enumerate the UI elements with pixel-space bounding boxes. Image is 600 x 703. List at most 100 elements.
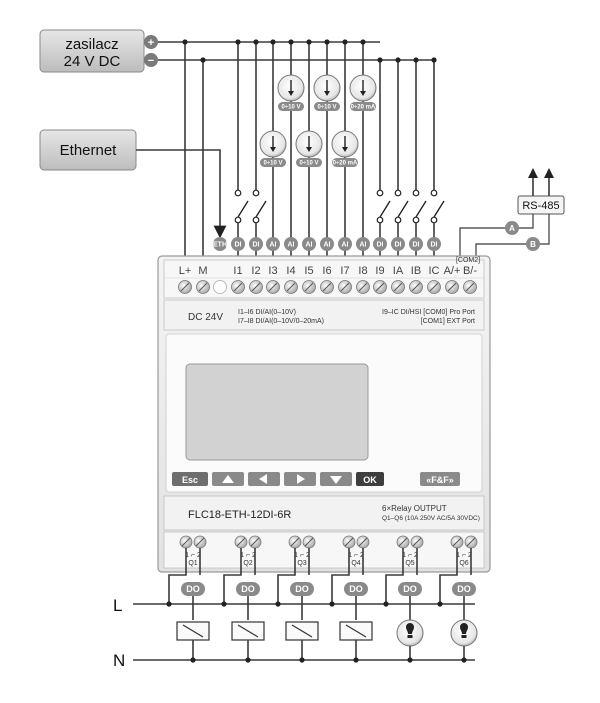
screw-slot bbox=[358, 282, 368, 292]
output-label: Q6 bbox=[459, 560, 468, 567]
do-badge-label: DO bbox=[457, 584, 471, 594]
switch-contact-icon bbox=[234, 189, 242, 197]
junction-dot bbox=[437, 601, 443, 607]
switch-contact-icon bbox=[376, 189, 384, 197]
minus-terminal-icon bbox=[144, 53, 158, 67]
screw-slot bbox=[180, 282, 190, 292]
sensor-range-label: 0÷20 mA bbox=[333, 161, 358, 167]
sensor-range-label: 0÷10 V bbox=[282, 105, 301, 111]
io-desc-1: I1–I6 DI/AI(0–10V) bbox=[238, 309, 296, 316]
junction-dot bbox=[299, 657, 305, 663]
sensor-range-pill bbox=[260, 158, 286, 167]
relay-title: 6×Relay OUTPUT bbox=[382, 504, 447, 513]
sensor-range-label: 0÷20 mA bbox=[351, 105, 376, 111]
sensor-range-label: 0÷10 V bbox=[300, 161, 319, 167]
rs485-label: RS-485 bbox=[522, 200, 559, 212]
signal-badge bbox=[284, 237, 298, 251]
screw-slot bbox=[268, 282, 278, 292]
wire bbox=[223, 548, 242, 604]
junction-dot bbox=[253, 39, 259, 45]
down-arrow-icon bbox=[330, 476, 342, 484]
relay-pin-label: 1 ⌐ 2 bbox=[456, 552, 472, 559]
output-label: Q5 bbox=[405, 560, 414, 567]
screw-slot bbox=[465, 282, 475, 292]
signal-badge bbox=[391, 237, 405, 251]
junction-dot bbox=[431, 57, 437, 63]
ok-button[interactable] bbox=[356, 472, 384, 486]
rs485-b-letter: B bbox=[530, 240, 536, 249]
plus-terminal-icon bbox=[144, 35, 158, 49]
do-badge-label: DO bbox=[295, 584, 309, 594]
input-wiring: 0÷10 V 0÷10 V 0÷20 mA 0÷10 V 0÷10 V 0÷20 mA ET… bbox=[182, 39, 445, 280]
signal-badge bbox=[213, 237, 227, 251]
screw-slot bbox=[304, 282, 314, 292]
port-desc-1: I9–IC DI/HSI [COM0] Pro Port bbox=[382, 309, 475, 316]
junction-dot bbox=[221, 601, 227, 607]
signal-badge-label: ETH bbox=[213, 242, 227, 249]
junction-dot bbox=[270, 39, 276, 45]
signal-badge-label: AI bbox=[288, 242, 295, 249]
signal-badge-label: DI bbox=[395, 242, 402, 249]
terminal-label: I2 bbox=[251, 265, 260, 277]
junction-dot bbox=[461, 657, 467, 663]
rs485-b-marker bbox=[526, 237, 540, 251]
switch-blade bbox=[255, 200, 267, 218]
plus-sign: + bbox=[148, 37, 154, 49]
signal-badge bbox=[427, 237, 441, 251]
sensor-range-pill bbox=[296, 158, 322, 167]
signal-badge bbox=[356, 237, 370, 251]
junction-dot bbox=[200, 57, 206, 63]
junction-dot bbox=[360, 39, 366, 45]
terminal-label: I8 bbox=[358, 265, 367, 277]
switch-blade bbox=[397, 200, 409, 218]
screw-slot bbox=[375, 282, 385, 292]
sensor-range-label: 0÷10 V bbox=[318, 105, 337, 111]
port-desc-2: [COM1] EXT Port bbox=[421, 318, 475, 325]
mains-l-label: L bbox=[113, 596, 122, 615]
sensor-range-label: 0÷10 V bbox=[264, 161, 283, 167]
junction-dot bbox=[275, 601, 281, 607]
signal-badge-label: AI bbox=[270, 242, 277, 249]
output-label: Q4 bbox=[351, 560, 360, 567]
switch-blade bbox=[379, 200, 391, 218]
signal-badge bbox=[373, 237, 387, 251]
relay-pin-label: 1 ⌐ 2 bbox=[294, 552, 310, 559]
dc24-label: DC 24V bbox=[188, 312, 223, 323]
rs485-a-marker bbox=[505, 221, 519, 235]
do-badge bbox=[290, 582, 314, 596]
do-badge-label: DO bbox=[349, 584, 363, 594]
switch-contact-icon bbox=[394, 189, 402, 197]
junction-dot bbox=[306, 39, 312, 45]
switch-contact-icon bbox=[252, 189, 260, 197]
terminal-label: B/- bbox=[463, 265, 477, 277]
screw-slot bbox=[393, 282, 403, 292]
junction-dot bbox=[329, 601, 335, 607]
screw-slot bbox=[233, 282, 243, 292]
junction-dot bbox=[395, 57, 401, 63]
power-supply: zasilacz 24 V DC + − bbox=[39, 29, 158, 73]
esc-button[interactable] bbox=[172, 472, 208, 486]
junction-dot bbox=[377, 57, 383, 63]
signal-badge bbox=[302, 237, 316, 251]
ok-button-label: OK bbox=[363, 475, 377, 485]
signal-badge-label: DI bbox=[431, 242, 438, 249]
switch-blade bbox=[433, 200, 445, 218]
mains-n-label: N bbox=[113, 651, 125, 670]
output-label: Q1 bbox=[188, 560, 197, 567]
junction-dot bbox=[235, 39, 241, 45]
terminal-label: IB bbox=[411, 265, 421, 277]
switch-contact-icon bbox=[412, 189, 420, 197]
terminal-label: I4 bbox=[286, 265, 295, 277]
sensor-range-pill bbox=[350, 102, 376, 111]
minus-sign: − bbox=[148, 55, 154, 67]
screw-slot bbox=[251, 282, 261, 292]
wire bbox=[331, 548, 350, 604]
terminal-label: I7 bbox=[340, 265, 349, 277]
junction-dot bbox=[383, 601, 389, 607]
junction-dot bbox=[245, 657, 251, 663]
power-supply-line1: zasilacz bbox=[65, 36, 118, 53]
wire bbox=[277, 548, 296, 604]
blank-terminal bbox=[213, 280, 227, 294]
keypad: Esc OK bbox=[172, 472, 384, 486]
brand-logo bbox=[420, 472, 460, 486]
